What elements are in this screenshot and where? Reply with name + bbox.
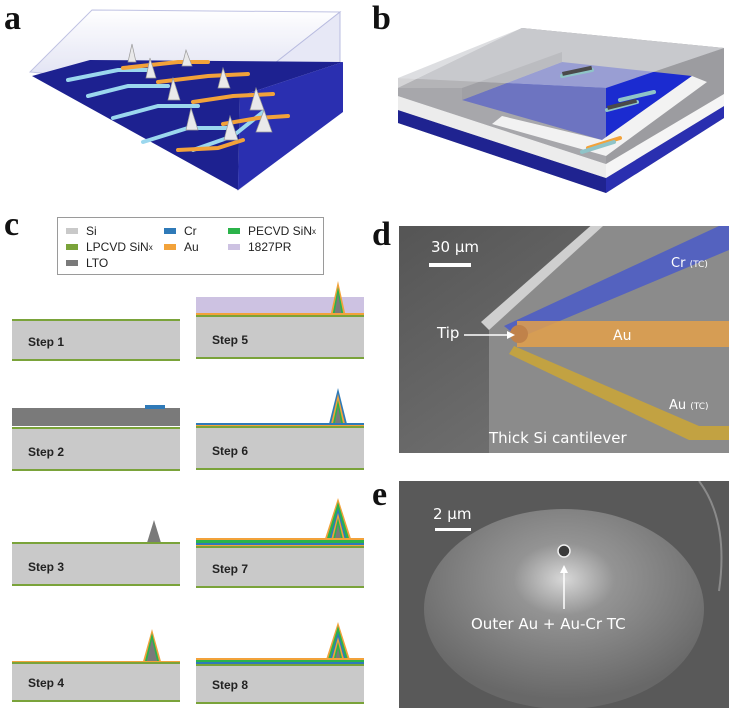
legend-swatch-cr — [164, 228, 176, 234]
legend-label-cr: Cr — [184, 224, 197, 238]
process-step-6: Step 6 — [196, 386, 364, 470]
legend-label-pecvd-sub: x — [312, 226, 317, 236]
step-2-cr-mask — [145, 405, 165, 409]
process-step-4: Step 4 — [12, 627, 180, 702]
step-5-substrate — [196, 315, 364, 359]
panel-e-scale-label: 2 μm — [433, 505, 472, 523]
panel-a-illustration — [28, 9, 343, 192]
process-step-3: Step 3 — [12, 518, 180, 586]
legend-label-si: Si — [86, 224, 97, 238]
legend-item-cr: Cr — [164, 224, 197, 238]
step-2-lto-layer — [12, 408, 180, 426]
step-7-tip — [196, 498, 364, 549]
process-step-7: Step 7 — [196, 496, 364, 588]
panel-d-micrograph — [399, 226, 729, 453]
step-6-label: Step 6 — [212, 444, 249, 458]
legend-item-si: Si — [66, 224, 97, 238]
step-3-label: Step 3 — [28, 560, 65, 574]
panel-d-cr-tc: (TC) — [689, 260, 708, 270]
process-step-1: Step 1 — [12, 313, 180, 361]
panel-d-cr-label: Cr (TC) — [671, 256, 708, 271]
step-6-substrate — [196, 426, 364, 470]
step-4-tip — [12, 629, 180, 665]
panel-d-cr-text: Cr — [671, 256, 686, 271]
process-step-5: Step 5 — [196, 279, 364, 359]
panel-e-caption: Outer Au + Au-Cr TC — [471, 615, 626, 633]
legend-label-pecvd: PECVD SiN — [248, 224, 313, 238]
step-7-substrate — [196, 546, 364, 588]
panel-d-tip-label: Tip — [437, 324, 460, 342]
panel-d-sem-image: 30 μm Cr (TC) Tip Au Au (TC) Thick Si ca… — [399, 226, 729, 453]
panel-label-e: e — [372, 476, 388, 513]
step-4-substrate — [12, 662, 180, 702]
legend-item-pr: 1827PR — [228, 240, 291, 254]
legend-label-lpcvd: LPCVD SiN — [86, 240, 149, 254]
step-2-label: Step 2 — [28, 445, 65, 459]
panel-label-d: d — [372, 216, 391, 253]
step-3-tip — [146, 520, 162, 546]
panel-d-au-tc-label: Au (TC) — [669, 398, 709, 413]
step-4-label: Step 4 — [28, 676, 65, 690]
panel-label-b: b — [372, 0, 391, 37]
panel-d-scale-label: 30 μm — [431, 238, 480, 256]
legend-label-pr: 1827PR — [248, 240, 292, 254]
panel-d-au2-tc: (TC) — [690, 402, 709, 412]
legend-swatch-si — [66, 228, 78, 234]
legend-swatch-pr — [228, 244, 240, 250]
panel-d-au-label: Au — [613, 328, 632, 344]
legend-swatch-lpcvd — [66, 244, 78, 250]
step-3-substrate — [12, 542, 180, 586]
step-1-substrate — [12, 319, 180, 361]
step-6-tip — [196, 388, 364, 429]
process-step-2: Step 2 — [12, 405, 180, 471]
legend-label-lto: LTO — [86, 256, 109, 270]
legend-swatch-lto — [66, 260, 78, 266]
panel-e-micrograph — [399, 481, 729, 708]
panel-label-c: c — [4, 206, 20, 243]
panel-d-cantilever-label: Thick Si cantilever — [489, 429, 627, 447]
panel-e-sem-image: 2 μm Outer Au + Au-Cr TC — [399, 481, 729, 708]
step-5-label: Step 5 — [212, 333, 249, 347]
legend-swatch-au — [164, 244, 176, 250]
step-1-label: Step 1 — [28, 335, 65, 349]
panel-label-a: a — [4, 0, 21, 37]
step-8-label: Step 8 — [212, 678, 249, 692]
panel-b-illustration — [398, 28, 724, 193]
legend-item-lto: LTO — [66, 256, 108, 270]
panel-d-au2-text: Au — [669, 398, 687, 413]
legend-item-au: Au — [164, 240, 199, 254]
legend-label-au: Au — [184, 240, 199, 254]
process-step-8: Step 8 — [196, 620, 364, 704]
step-8-substrate — [196, 664, 364, 704]
step-5-tip — [196, 281, 364, 317]
step-7-label: Step 7 — [212, 562, 249, 576]
legend-swatch-pecvd — [228, 228, 240, 234]
legend-label-lpcvd-sub: x — [148, 242, 153, 252]
step-2-substrate — [12, 427, 180, 471]
step-8-tip — [196, 622, 364, 666]
